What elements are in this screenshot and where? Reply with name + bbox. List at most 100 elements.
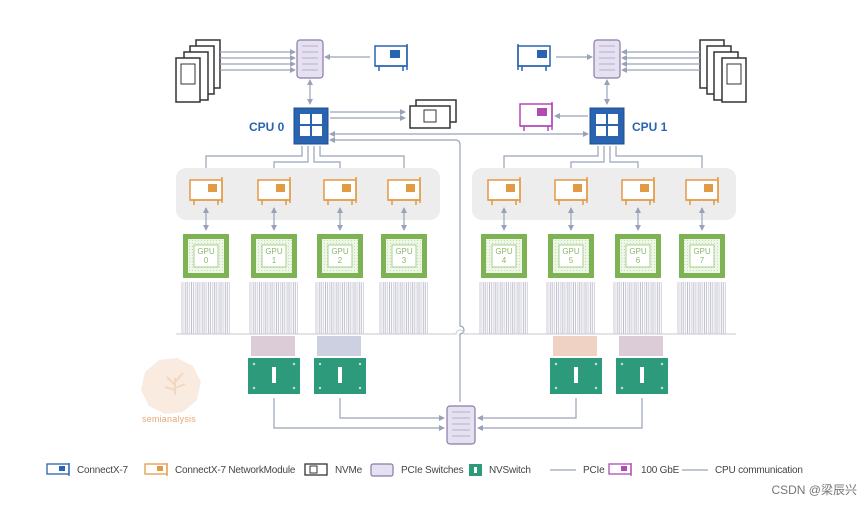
cable-bundle-5 [546,282,595,334]
gpu-0-name: GPU [197,247,215,256]
legend-cpu-communication-label: CPU communication [715,464,803,476]
nvme-stack-right [699,39,747,103]
legend-nvswitch-label: NVSwitch [489,464,531,476]
nvme-card [330,99,457,129]
connectx7-icon [46,463,70,476]
gpu-3 [381,234,427,278]
legend-connectx7-network-module-label: ConnectX-7 NetworkModule [175,464,296,476]
gpu-0 [183,234,229,278]
nvswitch-2 [550,336,602,394]
gpu-array [183,234,725,278]
connectx7-network-module-6 [621,177,655,231]
connectx7-network-module-3 [387,177,421,231]
gpu-6-name: GPU [629,247,647,256]
gpu-2 [317,234,363,278]
nvme-links-left [220,49,296,73]
gpu-5-number: 5 [568,256,574,265]
cpu-1 [589,107,625,145]
cpu-0 [293,107,329,145]
pcie-line-icon [550,469,576,471]
connectx7-network-module-0 [189,177,223,231]
nvswitch-0 [248,336,300,394]
gpu-3-name: GPU [395,247,413,256]
gpu-1-number: 1 [271,256,277,265]
logo-text: semianalysis [142,414,196,424]
gpu-4 [481,234,527,278]
gpu-0-number: 0 [203,256,209,265]
gpu-1-name: GPU [265,247,283,256]
cpu0-label: CPU 0 [249,120,285,134]
nvswitch-3 [616,336,668,394]
pcie-switch-top-right [593,39,621,79]
cable-bundle-3 [379,282,428,334]
cable-bundle-6 [613,282,662,334]
legend-nvme-label: NVMe [335,464,362,476]
cable-bundle-1 [249,282,298,334]
connectx7-network-modules [189,177,719,231]
legend-pcie-label: PCIe [583,464,605,476]
cpu1-fanout [501,146,705,175]
cable-bundle-7 [677,282,726,334]
gpu-7 [679,234,725,278]
legend-100gbe-label: 100 GbE [641,464,680,476]
nic-tray-right [472,168,736,220]
nvswitch-icon [469,464,482,476]
connectx7-network-module-1 [257,177,291,231]
cpu-communication-links [329,131,589,402]
legend-100gbe: 100 GbE [608,459,679,481]
cpu1-label: CPU 1 [632,120,668,134]
legend-cpu-communication: CPU communication [680,459,803,481]
nvme-links-right [621,49,700,73]
gpu-2-name: GPU [331,247,349,256]
pcie-switch-icon [370,463,394,477]
cable-bundle-0 [181,282,230,334]
pcie-switch-bottom [446,405,476,445]
legend-connectx7: ConnectX-7 [46,459,128,481]
gbe100-icon [608,463,632,476]
watermark: CSDN @梁辰兴 [771,483,857,497]
legend-pcie-switches-label: PCIe Switches [401,464,464,476]
gpu-7-number: 7 [699,256,705,265]
gbe100-card [519,102,588,131]
connectx7-card-top-right [517,44,593,71]
gpu-2-number: 2 [337,256,343,265]
nvme-icon [304,463,328,476]
connectx7-network-module-2 [323,177,357,231]
connectx7-network-module-7 [685,177,719,231]
semianalysis-logo [141,358,201,414]
nvlink-cable-bundles [176,282,736,335]
nvswitch-group [248,336,668,394]
legend-nvswitch: NVSwitch [468,459,531,481]
gpu-4-number: 4 [501,256,507,265]
legend-pcie: PCIe [548,459,605,481]
gpu-6-number: 6 [635,256,641,265]
legend-nvme: NVMe [304,459,362,481]
gpu-5-name: GPU [562,247,580,256]
gpu-7-name: GPU [693,247,711,256]
gpu-4-name: GPU [495,247,513,256]
connectx7-card-top-left [324,44,408,71]
bus-line [176,329,736,335]
legend-connectx7-label: ConnectX-7 [77,464,128,476]
cable-bundle-4 [479,282,528,334]
cable-bundle-2 [315,282,364,334]
bottom-links [273,398,643,431]
cpu-communication-line-icon [682,469,708,471]
connectx7-network-module-icon [144,463,168,476]
nvswitch-1 [314,336,366,394]
gpu-6 [615,234,661,278]
pcie-switch-top-left [296,39,324,79]
nic-tray-left [176,168,440,220]
connectx7-network-module-4 [487,177,521,231]
gpu-5 [548,234,594,278]
gpu-3-number: 3 [401,256,407,265]
